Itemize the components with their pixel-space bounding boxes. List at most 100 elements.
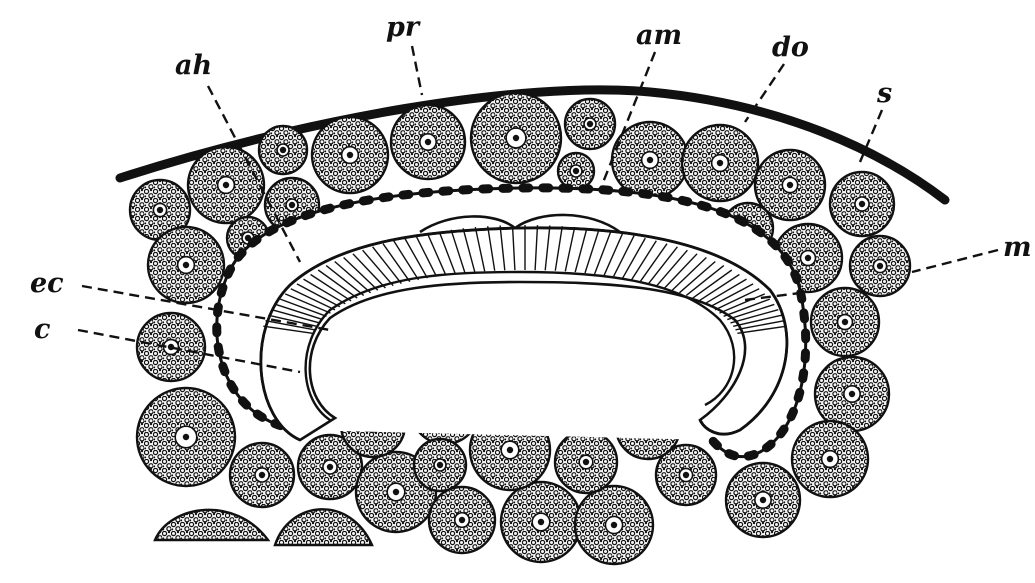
leader-c — [77, 328, 301, 374]
columnar-cell — [709, 283, 754, 308]
yolk-cell — [389, 103, 467, 181]
inner-layer — [304, 270, 736, 421]
primitive-ridge — [419, 213, 621, 234]
columnar-cell — [317, 269, 358, 299]
leader-ah — [206, 85, 302, 263]
yolk-cell — [296, 433, 364, 501]
columnar-cell — [733, 314, 782, 327]
columnar-cell — [393, 240, 420, 281]
columnar-cell — [511, 225, 516, 271]
columnar-cell — [671, 256, 707, 291]
yolk-cell — [753, 148, 827, 222]
yolk-cell — [135, 311, 207, 383]
label-s: s — [877, 78, 893, 109]
label-leader-lines — [77, 45, 999, 374]
columnar-cell — [574, 228, 588, 273]
columnar-cell — [279, 298, 327, 317]
columnar-cell — [415, 235, 438, 277]
label-ec: ec — [30, 268, 64, 299]
columnar-cell — [296, 283, 341, 308]
columnar-cell — [612, 235, 635, 277]
leader-ec — [81, 284, 331, 332]
leader-s — [858, 109, 884, 163]
columnar-cell — [487, 226, 496, 271]
columnar-cell — [630, 240, 657, 281]
label-do: do — [772, 32, 809, 63]
columnar-cell — [362, 249, 394, 287]
columnar-cell — [678, 260, 716, 294]
columnar-cell — [303, 278, 346, 305]
columnar-cell — [584, 229, 600, 274]
columnar-cell — [290, 288, 336, 311]
columnar-cell — [692, 269, 733, 299]
columnar-cell — [704, 278, 747, 305]
leader-m — [911, 248, 999, 274]
germ-band — [259, 213, 789, 442]
basal-cell — [153, 508, 271, 542]
columnar-cell — [554, 226, 563, 271]
yolk-cell — [469, 91, 563, 185]
yolk-cell — [654, 443, 718, 507]
yolk-cell — [790, 419, 870, 499]
yolk-cell — [828, 170, 896, 238]
columnar-cell — [343, 256, 379, 291]
leader-pr — [410, 45, 424, 96]
leader-am — [598, 51, 657, 191]
ectoderm-outline — [259, 226, 789, 442]
columnar-cell — [621, 237, 646, 279]
columnar-cell — [426, 233, 447, 276]
yolk-cell — [724, 461, 802, 539]
columnar-cell — [648, 246, 678, 285]
columnar-cell — [263, 325, 313, 334]
columnar-cell — [727, 303, 775, 321]
columnar-cell — [450, 229, 466, 274]
columnar-cell — [698, 273, 740, 302]
columnar-cell — [325, 265, 365, 296]
basal-cell — [273, 508, 374, 547]
label-c: c — [34, 314, 51, 345]
columnar-cell — [737, 325, 787, 334]
columnar-cell — [664, 253, 698, 289]
yolk-cell — [128, 178, 192, 242]
columnar-cell — [271, 309, 320, 324]
yolk-cell — [813, 355, 891, 433]
columnar-cell — [310, 273, 352, 302]
columnar-cell — [438, 231, 457, 275]
columnar-cell — [382, 243, 411, 283]
columnar-cell — [284, 293, 331, 314]
columnar-cell — [656, 249, 688, 287]
columnar-cell — [372, 246, 402, 285]
columnar-cell — [603, 233, 624, 276]
columnar-cell — [352, 253, 386, 289]
columnar-cell — [268, 314, 317, 327]
columnar-cell — [593, 231, 612, 275]
yolk-cell — [553, 429, 619, 495]
columnar-cell — [685, 265, 725, 296]
label-m: m — [1003, 232, 1032, 263]
leader-do — [744, 63, 785, 123]
columnar-cell — [275, 303, 323, 321]
amnion-cell-chain — [212, 183, 811, 462]
yolk-cell — [427, 485, 497, 555]
columnar-cell — [639, 243, 668, 283]
yolk-cell — [848, 234, 912, 298]
columnar-cell — [265, 320, 315, 331]
yolk-cell — [135, 386, 237, 488]
columnar-cell — [534, 225, 539, 271]
label-am: am — [636, 20, 683, 51]
yolk-cell — [186, 145, 266, 225]
yolk-cell — [412, 437, 468, 493]
leader-m-inner — [744, 290, 809, 302]
columnar-cell — [544, 225, 551, 271]
yolk-cell — [573, 484, 655, 566]
columnar-cell — [404, 237, 429, 279]
columnar-cell — [730, 309, 779, 324]
columnar-cell — [474, 226, 486, 272]
label-pr: pr — [386, 12, 420, 43]
columnar-cell — [723, 298, 771, 317]
columnar-cell — [735, 320, 785, 331]
yolk-cell — [680, 123, 760, 203]
yolk-cell — [556, 151, 596, 191]
